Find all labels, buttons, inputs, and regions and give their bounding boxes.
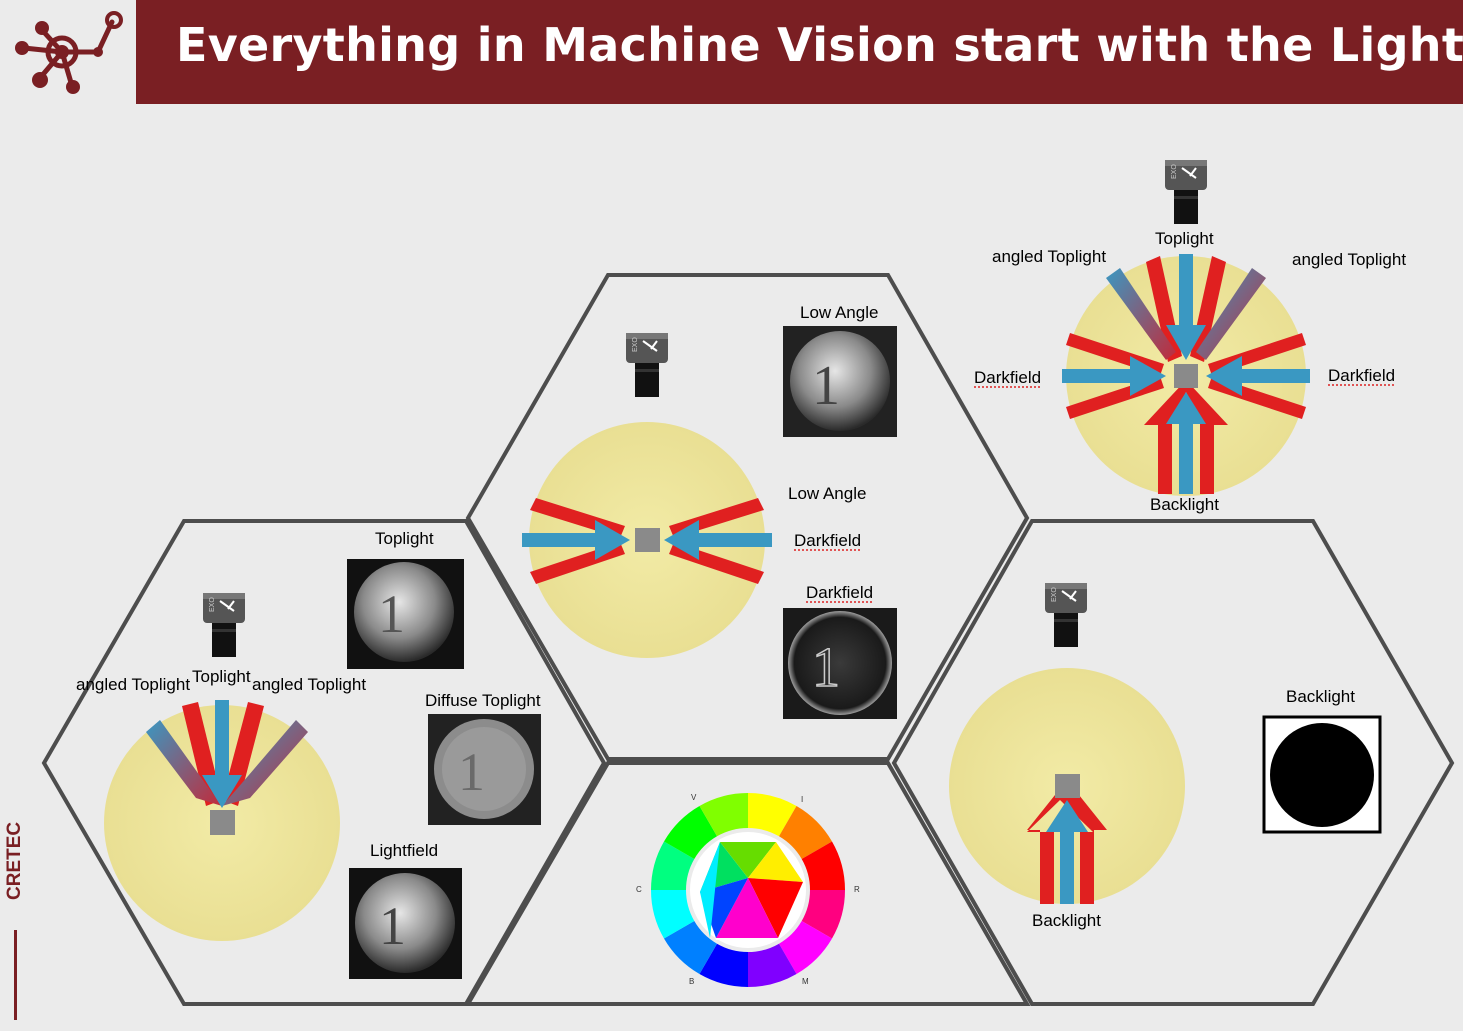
coin-sample-backlight — [1262, 715, 1382, 834]
wheel-segment — [779, 805, 833, 859]
label-overview-angled-right: angled Toplight — [1292, 250, 1406, 269]
coin-sample-toplight: 1 — [347, 559, 464, 669]
title-bar: Everything in Machine Vision start with … — [136, 0, 1463, 104]
label-overview-angled-left: angled Toplight — [992, 247, 1106, 266]
overview-cell: Toplight angled Toplight angled Toplight… — [974, 159, 1406, 514]
wheel-letter-v: V — [691, 793, 697, 802]
toplight-cell: angled Toplight Toplight angled Toplight… — [76, 529, 541, 979]
wheel-segment — [663, 805, 717, 859]
label-angled-toplight-right: angled Toplight — [252, 675, 366, 694]
wheel-letter-m: M — [802, 977, 809, 986]
wheel-letter-b: B — [689, 977, 694, 986]
sample-label-low-angle: Low Angle — [800, 303, 878, 322]
label-overview-darkfield-right: Darkfield — [1328, 366, 1395, 385]
sample-label-darkfield: Darkfield — [806, 583, 873, 602]
wheel-segment — [699, 793, 748, 837]
svg-text:1: 1 — [458, 742, 485, 802]
hex-color — [464, 761, 1031, 1006]
network-node-icon — [15, 11, 123, 94]
label-darkfield-mid: Darkfield — [794, 531, 861, 550]
svg-text:1: 1 — [812, 355, 840, 417]
page-title: Everything in Machine Vision start with … — [176, 18, 1463, 72]
wheel-segment — [651, 890, 695, 939]
wheel-segment — [748, 943, 797, 987]
sample-label-backlight: Backlight — [1286, 687, 1355, 706]
label-backlight-cell: Backlight — [1032, 911, 1101, 930]
sample-label-diffuse-toplight: Diffuse Toplight — [425, 691, 541, 710]
label-overview-backlight: Backlight — [1150, 495, 1219, 514]
color-wheel: V I C R B M — [636, 793, 860, 987]
logo — [0, 0, 136, 104]
sample-label-lightfield: Lightfield — [370, 841, 438, 860]
coin-sample-diffuse: 1 — [428, 714, 541, 825]
svg-text:1: 1 — [379, 896, 406, 956]
wheel-letter-c: C — [636, 885, 642, 894]
svg-text:1: 1 — [812, 637, 840, 699]
wheel-segment — [699, 943, 748, 987]
coin-sample-low-angle: 1 — [783, 326, 897, 437]
low-angle-cell: Low Angle 1 Low Angle Darkfield Darkfiel… — [522, 303, 897, 719]
wheel-segment — [651, 841, 695, 890]
wheel-segment — [779, 921, 833, 975]
label-overview-darkfield-left: Darkfield — [974, 368, 1041, 387]
label-angled-toplight-left: angled Toplight — [76, 675, 190, 694]
wheel-segment — [663, 921, 717, 975]
svg-text:1: 1 — [378, 584, 405, 644]
coin-sample-lightfield: 1 — [349, 868, 462, 979]
wheel-segment — [801, 890, 845, 939]
backlight-cell: Backlight Backlight — [949, 582, 1382, 930]
wheel-letter-i: I — [801, 795, 803, 804]
side-divider — [14, 930, 17, 1020]
hex-low-angle — [465, 273, 1030, 761]
label-overview-toplight: Toplight — [1155, 229, 1214, 248]
wheel-segment — [748, 793, 797, 837]
coin-sample-darkfield: 1 — [783, 608, 897, 719]
label-toplight-center: Toplight — [192, 667, 251, 686]
label-low-angle: Low Angle — [788, 484, 866, 503]
wheel-letter-r: R — [854, 885, 860, 894]
hex-backlight — [891, 519, 1455, 1006]
sample-label-toplight: Toplight — [375, 529, 434, 548]
wheel-segment — [801, 841, 845, 890]
